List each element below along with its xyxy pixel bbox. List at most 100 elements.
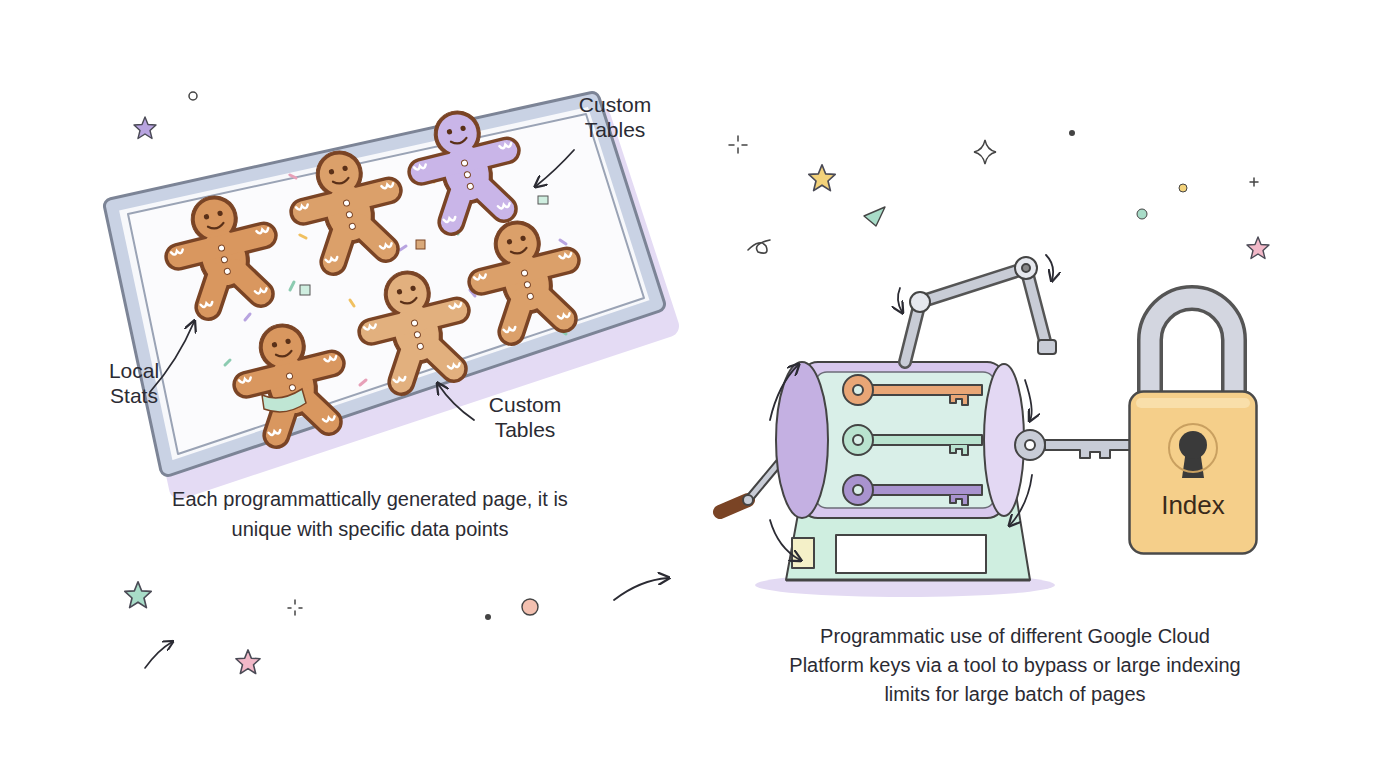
motion-arrows [770, 255, 1053, 560]
key-machine-part [1038, 340, 1056, 354]
padlock-shackle-part [1150, 298, 1234, 396]
caption-text: Each programmattically generated page, i… [140, 484, 600, 544]
decorations-part [864, 207, 885, 226]
decorations-part-part [1250, 181, 1258, 183]
key-machine-part [786, 579, 1030, 582]
node-label: Index [1128, 490, 1258, 520]
key-machine-part [905, 268, 1046, 362]
sprinkles-part [560, 240, 566, 244]
key-machine-part [743, 495, 753, 505]
decorations-part [1069, 130, 1075, 136]
key-machine [720, 257, 1140, 597]
key-machine-part [1015, 430, 1045, 460]
sprinkles-part [416, 240, 425, 249]
decorations-part-part [737, 136, 739, 141]
key-machine-part-part [950, 395, 968, 405]
keyhole [1179, 431, 1207, 459]
key-machine-part [815, 372, 995, 508]
key-machine-part [843, 375, 982, 505]
key-machine-part [905, 268, 1046, 362]
caption-text: Programmatic use of different Google Clo… [785, 622, 1245, 709]
sprinkles-part [360, 380, 366, 385]
key-machine-part [910, 292, 930, 312]
gingerbread-cookies-part [353, 260, 476, 388]
keyhole-ring [1169, 424, 1217, 472]
motion-arrows-part [770, 520, 800, 560]
baking-tray-part [128, 114, 644, 454]
key-machine-part-part [862, 435, 982, 445]
decorations-part [1247, 237, 1269, 259]
gingerbread-cookies-part [463, 210, 586, 338]
decorations-part [236, 650, 260, 674]
sprinkles-part [400, 246, 406, 250]
key-machine-part-part [843, 375, 873, 405]
sprinkles-part [538, 196, 548, 204]
decorations-part [974, 140, 996, 164]
gingerbread-cookies-part [228, 313, 351, 441]
padlock-body-shape [1130, 392, 1257, 554]
key-machine-part [1045, 440, 1140, 458]
key-machine-part-part [862, 385, 982, 395]
decorations-part-part [288, 607, 291, 609]
key-machine-part [1022, 264, 1030, 272]
key-machine-part [792, 538, 814, 568]
callout-label: Custom Tables [560, 92, 670, 142]
decorations-part-part [299, 607, 302, 609]
decorations-part [134, 117, 156, 139]
motion-arrows-part [770, 365, 798, 420]
padlock-shackle [1150, 298, 1234, 396]
decorations-part-part [729, 144, 734, 146]
key-machine-part [1025, 440, 1035, 450]
sprinkles-part [300, 285, 310, 295]
key-machine-part [1015, 257, 1037, 279]
callout-label: Custom Tables [470, 392, 580, 442]
sprinkles-part [290, 282, 294, 290]
key-machine-part [836, 535, 986, 573]
leader-arrows-part [438, 384, 474, 420]
decorations-part [189, 92, 197, 100]
key-machine-part-part [950, 445, 968, 455]
key-machine-part-part [853, 385, 863, 395]
motion-arrows-part [1025, 380, 1032, 420]
decorations-part-part [294, 600, 296, 604]
decorations-part-part [742, 144, 747, 146]
padlock-shade [1136, 398, 1250, 408]
gingerbread-cookies-part [285, 140, 408, 268]
key-machine-part [800, 362, 1005, 518]
decorations-part [485, 614, 491, 620]
key-machine-part-part [853, 435, 863, 445]
sprinkles-part [290, 175, 296, 178]
decorations-part [125, 582, 151, 608]
gingerbread-cookies-part [262, 389, 306, 412]
decorations-part-part [294, 611, 296, 615]
gingerbread-cookies-part [403, 100, 526, 228]
callout-label: Local Stats [92, 358, 176, 408]
key-machine-part-part [843, 475, 873, 505]
sprinkles-part [225, 360, 230, 365]
decorations-part [748, 240, 770, 253]
gingerbread-cookies [160, 100, 586, 441]
key-machine-part-part [950, 495, 968, 505]
padlock-body: Index [1128, 390, 1258, 555]
sprinkles-part [300, 235, 306, 238]
decorations-part [614, 578, 668, 600]
decorations-part [288, 136, 1258, 615]
key-machine-part-part [843, 425, 873, 455]
decorations-part [1179, 184, 1187, 192]
motion-arrows-part [898, 288, 902, 312]
decorations-part [145, 642, 172, 668]
key-machine-part-part [862, 485, 982, 495]
decorations-part [809, 165, 835, 191]
decorations [125, 92, 1269, 674]
sprinkles-part [350, 300, 354, 306]
baking-tray-part [112, 100, 657, 468]
decorations-part-part [737, 148, 739, 153]
gingerbread-cookies-part [160, 185, 283, 313]
sprinkles-part [245, 314, 250, 320]
decorations-part [522, 599, 538, 615]
motion-arrows-part [1010, 475, 1032, 525]
key-machine-part-part [853, 485, 863, 495]
